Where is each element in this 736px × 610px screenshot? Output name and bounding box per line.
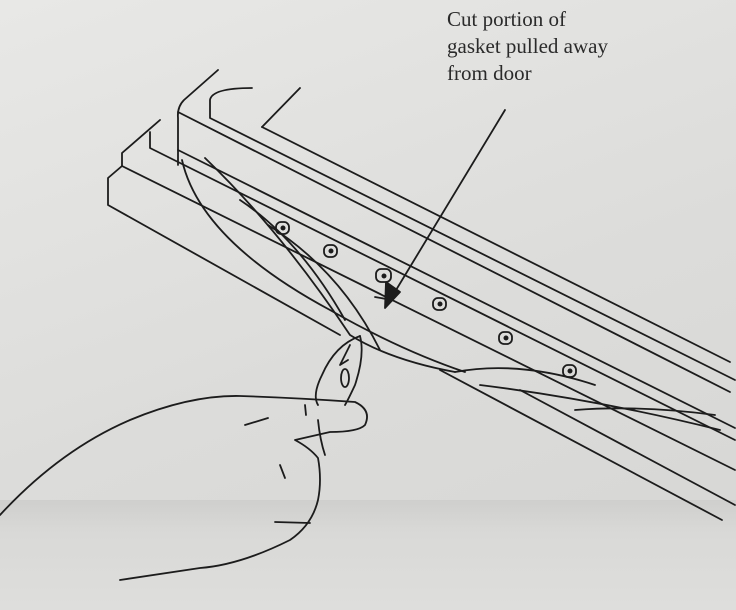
hand [0, 395, 368, 581]
side-cutter-pliers [314, 335, 363, 456]
gasket-screws [275, 221, 577, 378]
door-frame [107, 69, 736, 521]
callout-caption: Cut portion of gasket pulled away from d… [447, 6, 608, 87]
caption-line: from door [447, 61, 532, 85]
caption-line: gasket pulled away [447, 34, 608, 58]
arrow [374, 109, 506, 309]
paper-fold [0, 500, 736, 610]
caption-line: Cut portion of [447, 7, 566, 31]
gasket [181, 157, 721, 431]
